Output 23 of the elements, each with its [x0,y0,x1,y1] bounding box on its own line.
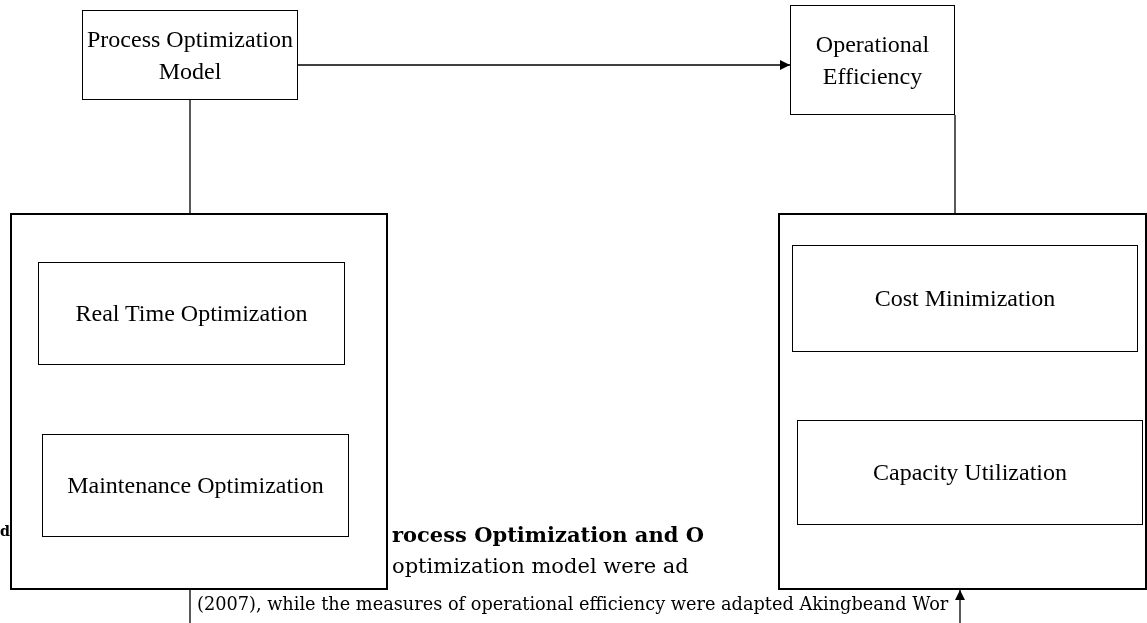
connector-line [954,114,956,214]
concept-box [790,5,955,115]
box-label: Process Optimization Model [86,24,294,86]
connector-line [297,60,791,70]
paragraph-text: optimization model were ad [392,556,689,577]
concept-box [797,420,1143,525]
connector-line [955,589,965,623]
box-label: Real Time Optimization [75,299,308,329]
connector-line [189,589,191,623]
connector-line [189,99,191,214]
container-box [10,213,388,590]
concept-box [82,10,298,100]
paragraph-text: d [0,524,10,539]
concept-box [38,262,345,365]
paragraph-text: (2007), while the measures of operational efficiency were adapted Akingbeand Wor [197,596,949,614]
box-label: Capacity Utilization [873,458,1067,488]
box-label: Maintenance Optimization [67,471,324,501]
paragraph-text: rocess Optimization and O [392,524,704,545]
concept-box [42,434,349,537]
container-box [778,213,1147,590]
concept-box [792,245,1138,352]
box-label: Operational Efficiency [814,29,931,91]
box-label: Cost Minimization [874,284,1056,314]
